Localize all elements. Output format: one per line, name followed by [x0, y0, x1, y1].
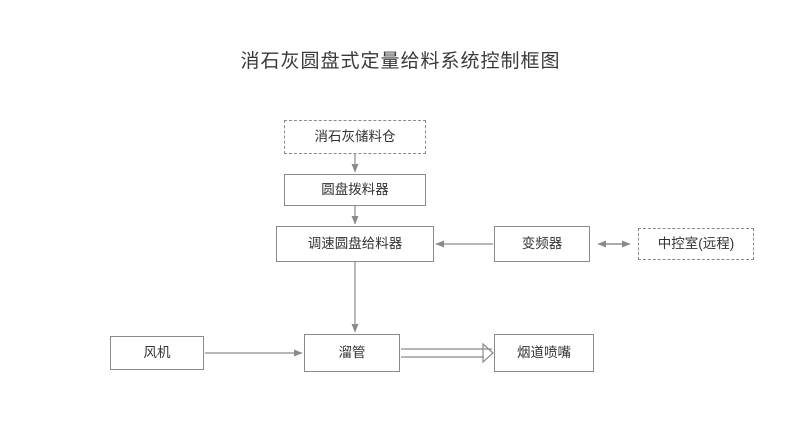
node-silo-label: 消石灰储料仓	[314, 128, 396, 144]
node-chute[interactable]: 溜管	[304, 334, 400, 372]
node-flue-nozzle[interactable]: 烟道喷嘴	[494, 334, 594, 372]
node-disc-scraper-label: 圆盘拨料器	[321, 181, 389, 197]
diagram-title: 消石灰圆盘式定量给料系统控制框图	[240, 51, 561, 72]
node-central-control-room-label: 中控室(远程)	[657, 235, 735, 251]
node-speed-regulating-disc-feeder-label: 调速圆盘给料器	[307, 235, 403, 251]
node-speed-regulating-disc-feeder[interactable]: 调速圆盘给料器	[276, 226, 434, 262]
node-disc-scraper[interactable]: 圆盘拨料器	[284, 174, 426, 206]
node-fan-label: 风机	[143, 344, 171, 360]
node-silo[interactable]: 消石灰储料仓	[284, 120, 426, 154]
node-frequency-converter[interactable]: 变频器	[494, 226, 590, 262]
connector-chute-nozzle-arrowhead	[482, 342, 494, 364]
node-central-control-room[interactable]: 中控室(远程)	[638, 228, 754, 260]
node-flue-nozzle-label: 烟道喷嘴	[517, 344, 571, 360]
node-fan[interactable]: 风机	[110, 336, 204, 370]
node-frequency-converter-label: 变频器	[521, 235, 563, 251]
node-chute-label: 溜管	[338, 344, 366, 360]
